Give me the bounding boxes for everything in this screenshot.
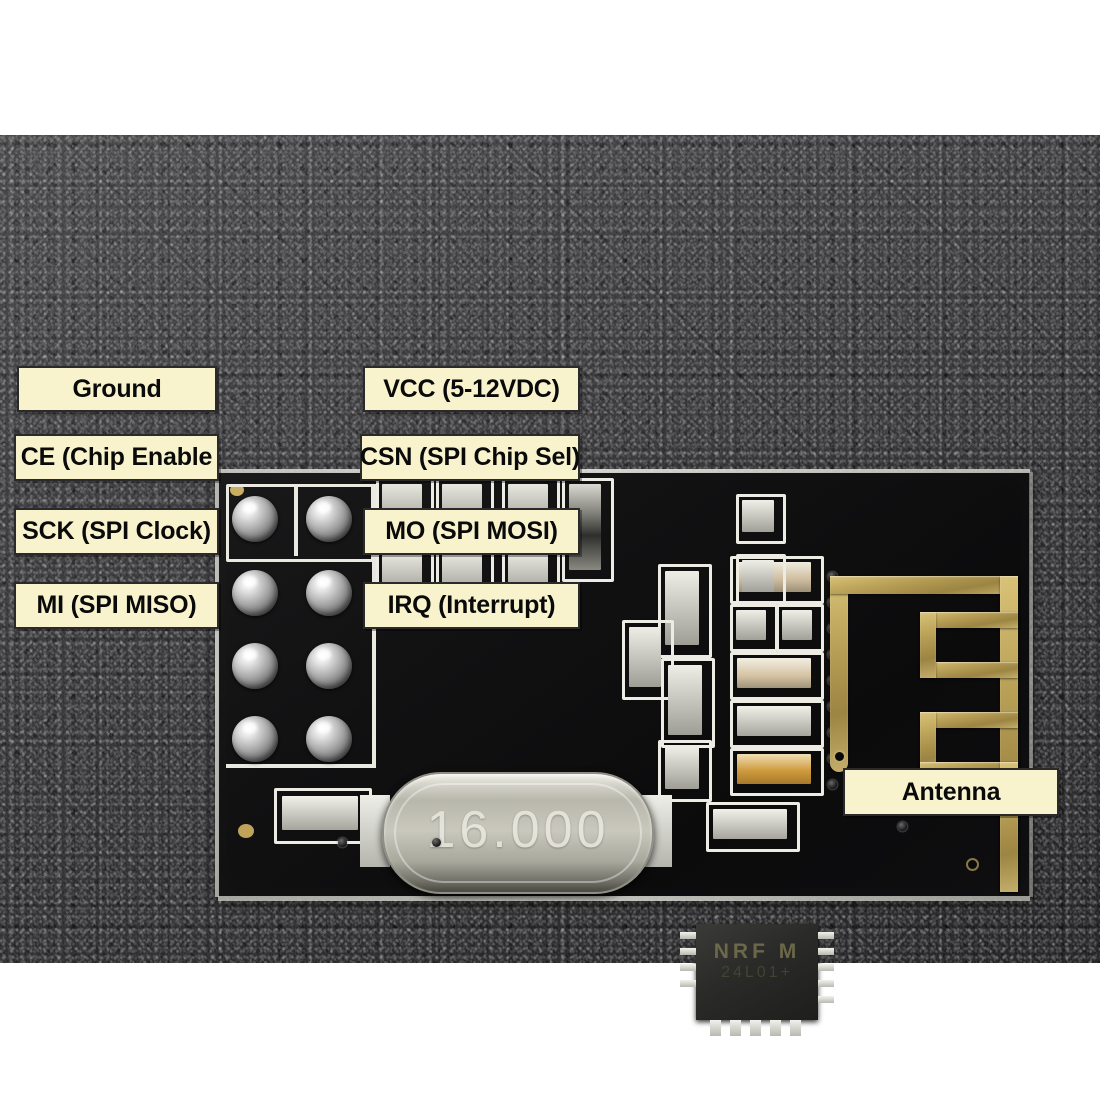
ic-leads-right [818,932,834,1003]
ic-leads-left [680,932,696,987]
label-sck: SCK (SPI Clock) [14,508,219,555]
pcb-edge-right [1029,472,1033,897]
via-ant-2 [898,822,907,831]
header-silk-underline [226,764,376,768]
smd-m10 [665,747,699,789]
smd-m8 [737,706,811,736]
via-ant-3 [338,838,347,847]
smd-ring-m9 [730,748,824,796]
smd-m5 [736,610,766,640]
smd-ring-m1 [658,564,712,658]
label-ce: CE (Chip Enable [14,434,219,481]
label-antenna: Antenna [843,768,1059,816]
smd-f2 [742,560,774,592]
ic-marking-line2: 24L01+ [721,964,793,981]
smd-ring-f2 [736,554,786,604]
nrf24l01-pcb: NRF M 24L01+ [215,469,1033,1036]
smd-ring-m10 [658,740,712,802]
header-silk-divider [294,484,298,556]
pin-ce [232,570,278,616]
smd-bl [282,796,358,830]
ic-marking-line1: NRF M [713,940,801,963]
pin-vcc [306,496,352,542]
smd-ring-m6 [776,604,824,652]
product-photo: NRF M 24L01+ [0,135,1100,1036]
smd-m7 [737,658,811,688]
pcb-edge-left [215,472,219,897]
label-ground-text: Ground [72,374,162,403]
label-mi: MI (SPI MISO) [14,582,219,629]
smd-m1 [665,571,699,645]
label-irq-text: IRQ (Interrupt) [387,591,556,619]
label-csn: CSN (SPI Chip Sel) [360,434,580,481]
label-vcc: VCC (5-12VDC) [363,366,580,412]
label-irq: IRQ (Interrupt) [363,582,580,629]
label-mo-text: MO (SPI MOSI) [385,517,558,545]
smd-m3 [668,665,702,735]
pin-csn [306,570,352,616]
antenna-connector-1 [920,612,936,678]
antenna-feed-stem [830,576,848,772]
smd-ring-r1 [706,802,800,852]
smd-ring-f1 [736,494,786,544]
smd-f1 [742,500,774,532]
label-antenna-text: Antenna [901,777,1001,806]
smd-ring-m7 [730,652,824,700]
label-ce-text: CE (Chip Enable [20,443,213,471]
label-sck-text: SCK (SPI Clock) [22,517,211,545]
label-csn-text: CSN (SPI Chip Sel) [359,443,581,471]
smd-ring-m8 [730,700,824,748]
pin-ground [232,496,278,542]
antenna-tail-via [968,860,977,869]
corner-gold-pad-bottom [238,824,254,838]
label-mi-text: MI (SPI MISO) [36,591,197,619]
crystal-rim [394,783,642,883]
smd-m2 [629,627,661,687]
antenna-finger-1 [920,612,1018,628]
pin-mi [232,716,278,762]
antenna-top-arm [830,576,1018,594]
label-ground: Ground [17,366,217,412]
antenna-feed-via [835,752,844,761]
pin-irq [306,716,352,762]
pcb-edge-top [218,469,1030,473]
corner-gold-pad [230,484,244,496]
pin-mo [306,643,352,689]
label-mo: MO (SPI MOSI) [363,508,580,555]
via-ant-4 [432,838,441,847]
pcb-edge-bottom [218,896,1030,901]
crystal-marking: 16.000 [426,801,610,859]
antenna-connector-2 [920,712,936,778]
antenna-finger-2 [920,662,1018,678]
smd-r1 [713,809,787,839]
smd-m6 [782,610,812,640]
antenna-finger-3 [920,712,1018,728]
ic-leads-bottom [710,1020,801,1036]
label-vcc-text: VCC (5-12VDC) [383,374,560,403]
smd-ring-m3 [661,658,715,748]
pin-sck [232,643,278,689]
crystal-oscillator: 16.000 [382,772,654,894]
nrf24l01-ic: NRF M 24L01+ [696,924,818,1020]
smd-m9 [737,754,811,784]
